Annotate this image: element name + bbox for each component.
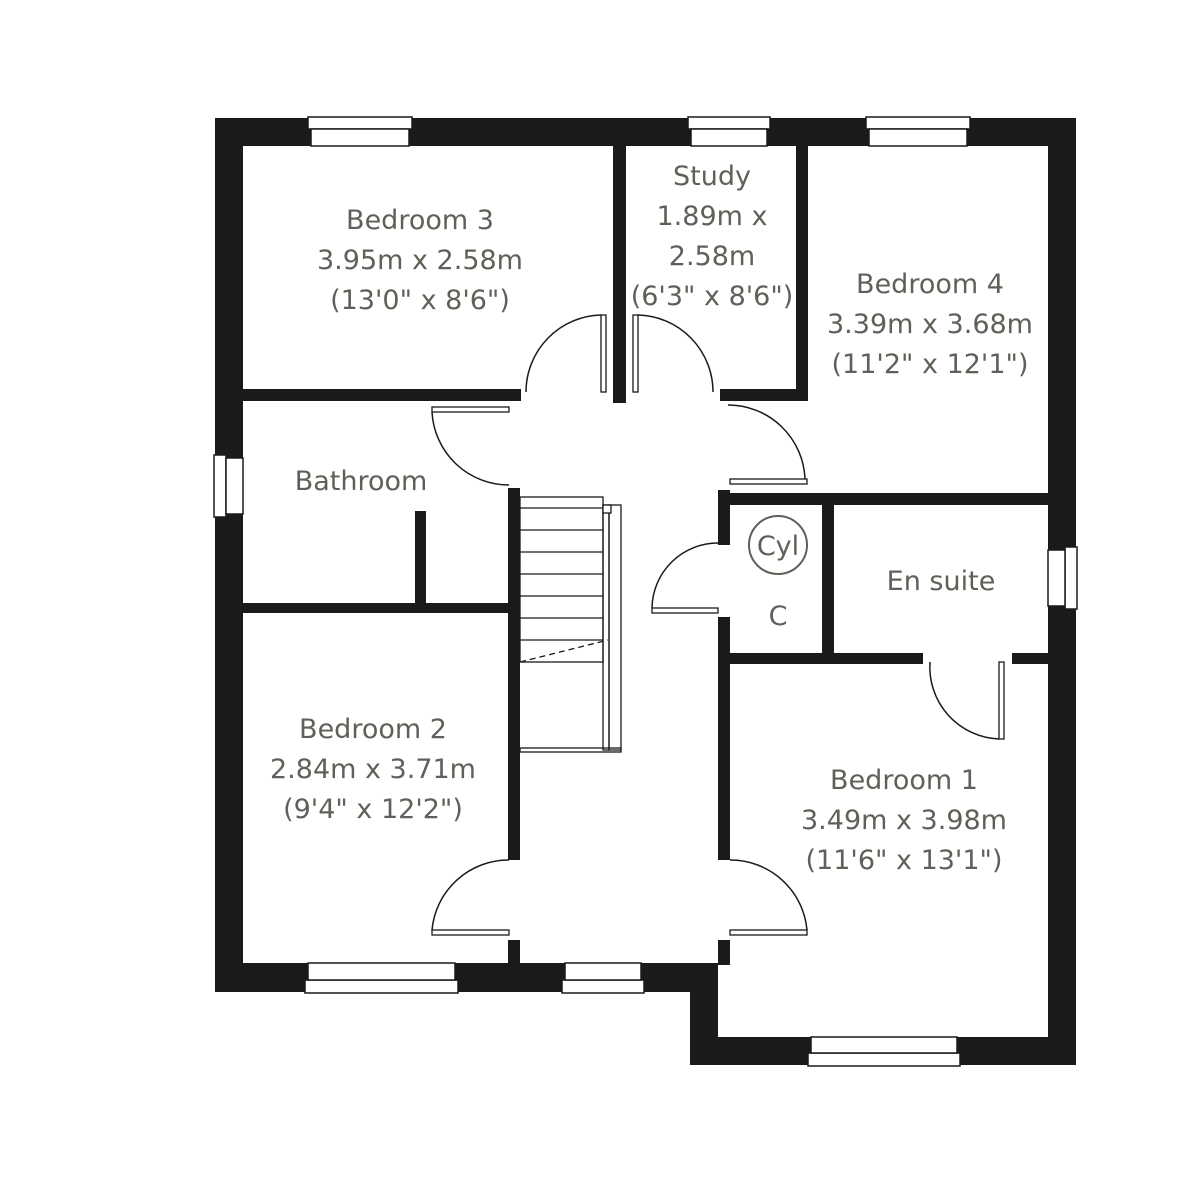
wall-bedroom3-study [613,146,626,403]
bedroom3-imperial: (13'0" x 8'6") [330,285,510,316]
window [561,979,645,994]
door-ensuite [998,661,1005,740]
window [213,454,227,518]
door-bedroom2 [431,929,510,936]
cylinder-symbol [748,515,808,575]
window [868,128,968,147]
study-metric-1: 1.89m x [657,201,768,232]
bathroom-name: Bathroom [295,466,428,497]
wall-bathroom-partition [415,511,426,603]
bedroom4-imperial: (11'2" x 12'1") [832,349,1029,380]
outer-wall-left [215,118,243,992]
wall-ensuite-bottom-right [1012,653,1048,664]
door-bedroom1 [729,929,808,936]
window [310,128,410,147]
wall-bathroom-bottom [243,603,510,613]
wall-study-right [796,146,808,401]
window [690,128,768,147]
wall-hall-left-lower [508,940,520,965]
wall-bedroom4-bottom [718,493,1048,505]
window [865,116,971,130]
cylinder-label: Cyl [757,531,799,562]
window [1064,546,1078,610]
window [225,457,244,515]
bedroom2-metric: 2.84m x 3.71m [270,754,476,785]
cupboard-label: C [769,601,788,632]
window [807,1052,961,1067]
door-cupboard [651,607,719,614]
study-metric-2: 2.58m [669,241,755,272]
bedroom4-metric: 3.39m x 3.68m [827,309,1033,340]
wall-bedroom1-left-lower [718,940,730,965]
window [564,962,642,981]
window [810,1036,958,1054]
bedroom2-name: Bedroom 2 [299,714,447,745]
study-imperial: (6'3" x 8'6") [631,281,794,312]
wall-cupboard-ensuite-bottom [730,653,923,664]
wall-cupboard-ensuite [822,505,834,655]
door-bedroom3 [600,314,607,393]
door-bedroom4 [729,478,808,485]
bedroom3-name: Bedroom 3 [346,205,494,236]
door-bathroom [431,406,510,413]
room-labels: Bedroom 3 3.95m x 2.58m (13'0" x 8'6") S… [270,161,1033,876]
bedroom1-imperial: (11'6" x 13'1") [806,845,1003,876]
wall-bedroom1-left [718,617,730,860]
ensuite-name: En suite [887,566,996,597]
banister [602,504,610,751]
bedroom3-metric: 3.95m x 2.58m [317,245,523,276]
window [307,116,413,130]
bedroom1-metric: 3.49m x 3.98m [801,805,1007,836]
door-study [632,314,639,393]
wall-study-bottom [720,389,808,401]
window [307,962,456,981]
window [304,979,459,994]
staircase [519,496,622,753]
window [1047,549,1066,607]
study-name: Study [673,161,751,192]
bedroom1-name: Bedroom 1 [830,765,978,796]
bedroom2-imperial: (9'4" x 12'2") [283,794,463,825]
wall-bedroom3-bottom [243,389,521,401]
bedroom4-name: Bedroom 4 [856,269,1004,300]
wall-cupboard-left-upper [718,490,730,545]
doors [431,314,1005,936]
windows [213,116,1078,1067]
window [687,116,771,130]
wall-hall-left [508,488,520,860]
